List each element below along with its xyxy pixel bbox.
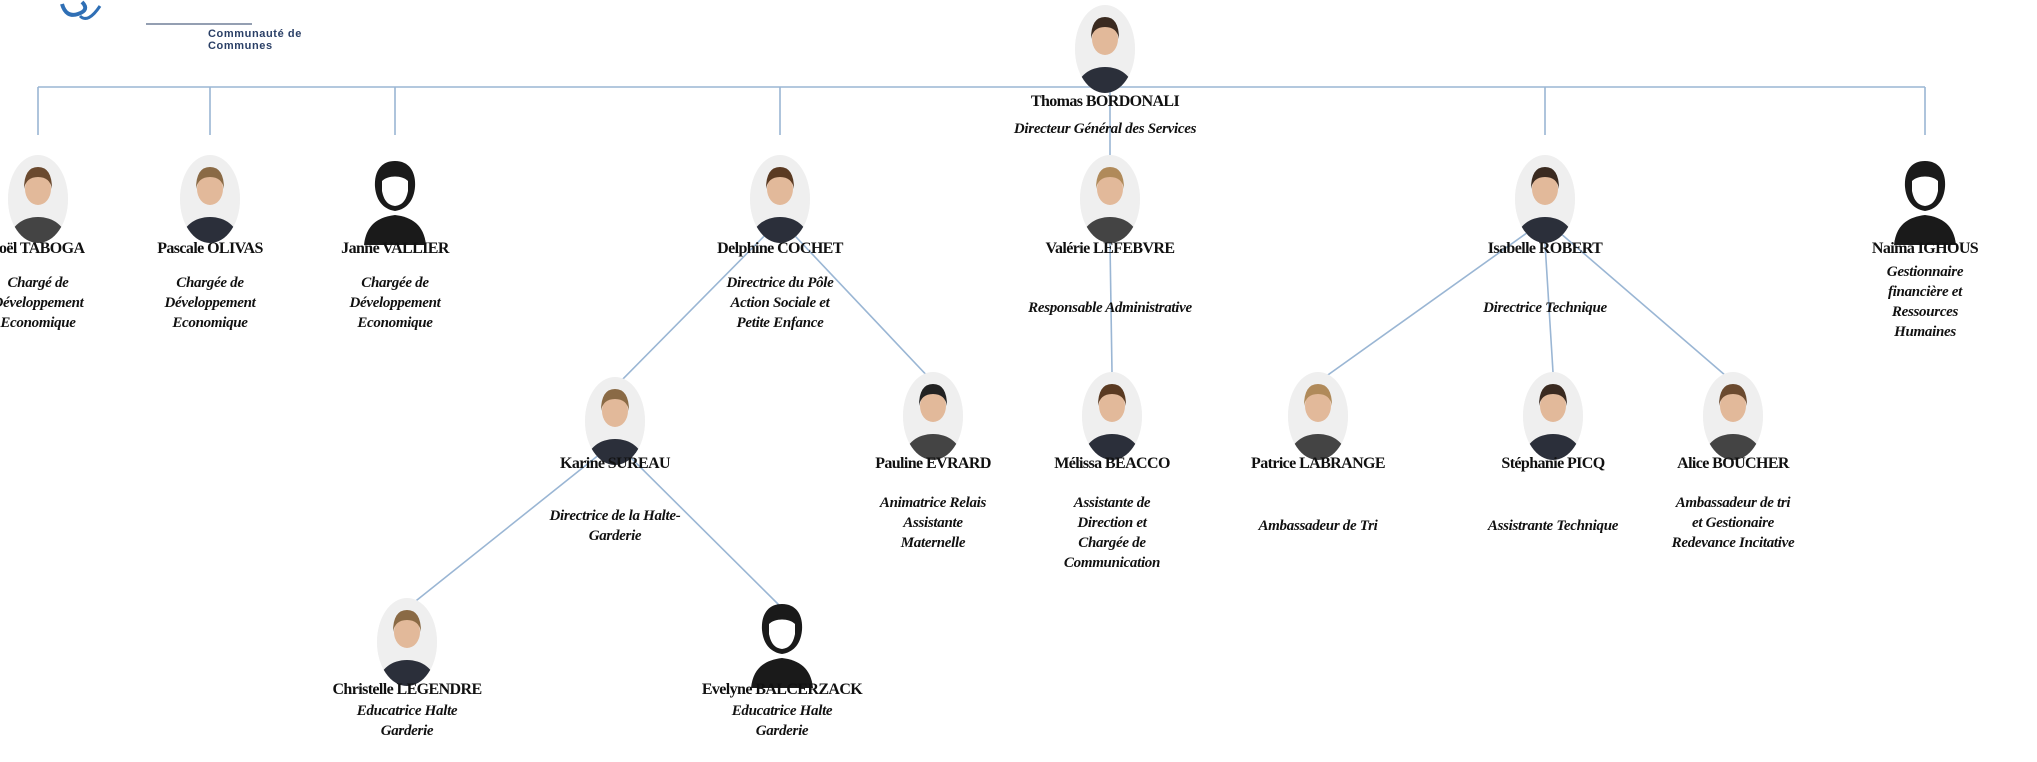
connector-labrange <box>1317 219 1546 383</box>
user-silhouette-icon <box>295 155 495 245</box>
person-node-ceo: Thomas BORDONALI Directeur Général des Se… <box>1005 5 1205 145</box>
avatar-photo <box>8 155 68 243</box>
person-role: Directrice du Pôle Action Sociale et Pet… <box>726 275 834 331</box>
person-role: Assistante de Direction et Chargée de Co… <box>1063 495 1161 571</box>
avatar-photo <box>903 372 963 460</box>
person-name: Christelle LEGENDRE <box>332 681 482 698</box>
person-role: Chargé de Développement Economique <box>0 275 84 331</box>
person-role: Educatrice Halte Garderie <box>356 703 458 739</box>
person-node-cochet: Delphine COCHET Directrice du Pôle Action… <box>680 155 880 331</box>
person-node-vallier: Janne VALLIER Chargée de Développement Ec… <box>295 155 495 331</box>
person-name: Mélissa BEACCO <box>1054 455 1170 472</box>
person-name: Valérie LEFEBVRE <box>1045 240 1176 257</box>
person-name: Patrice LABRANGE <box>1251 455 1386 472</box>
logo-tagline: Communauté de Communes <box>208 28 302 52</box>
person-node-evrard: Pauline EVRARD Animatrice Relais Assistan… <box>833 372 1033 551</box>
user-silhouette-icon <box>682 598 882 688</box>
avatar-photo <box>180 155 240 243</box>
person-name: Alice BOUCHER <box>1677 455 1789 472</box>
avatar-photo <box>1082 372 1142 460</box>
person-role: Directrice Technique <box>1483 300 1607 316</box>
person-role: Animatrice Relais Assistante Maternelle <box>879 495 987 551</box>
avatar-photo <box>1703 372 1763 460</box>
person-node-picq: Stéphanie PICQ Assistrante Technique <box>1453 372 1653 534</box>
person-role: Directeur Général des Services <box>1013 121 1197 137</box>
person-node-balcerzack: Evelyne BALCERZACK Educatrice Halte Garde… <box>682 598 882 739</box>
connector-legendre <box>406 441 616 609</box>
person-role: Assistrante Technique <box>1487 518 1619 534</box>
connector-sureau <box>614 219 781 388</box>
person-node-taboga: Joël TABOGA Chargé de Développement Econo… <box>0 155 138 331</box>
person-node-legendre: Christelle LEGENDRE Educatrice Halte Gard… <box>307 598 507 739</box>
person-node-boucher: Alice BOUCHER Ambassadeur de tri et Gesti… <box>1633 372 1833 551</box>
logo-mark-icon <box>60 0 252 25</box>
person-node-olivas: Pascale OLIVAS Chargée de Développement E… <box>110 155 310 331</box>
avatar-photo <box>1080 155 1140 243</box>
person-name: Pauline EVRARD <box>875 455 991 472</box>
person-node-sureau: Karine SUREAU Directrice de la Halte- Gar… <box>515 377 715 544</box>
person-role: Chargée de Développement Economique <box>349 275 441 331</box>
connector-picq <box>1544 242 1554 373</box>
person-name: Joël TABOGA <box>0 240 85 257</box>
person-role: Responsable Administrative <box>1028 300 1192 316</box>
person-role: Directrice de la Halte- Garderie <box>549 508 681 544</box>
person-node-lefebvre: Valérie LEFEBVRE Responsable Administrati… <box>1010 155 1210 316</box>
person-node-beacco: Mélissa BEACCO Assistante de Direction et… <box>1012 372 1212 571</box>
avatar-photo <box>1288 372 1348 460</box>
person-node-labrange: Patrice LABRANGE Ambassadeur de Tri <box>1218 372 1418 534</box>
connector-beacco <box>1109 242 1113 373</box>
avatar-photo <box>585 377 645 465</box>
avatar-photo <box>377 598 437 686</box>
person-name: Karine SUREAU <box>560 455 671 472</box>
person-name: Naima IGHOUS <box>1871 240 1979 257</box>
person-name: Thomas BORDONALI <box>1030 93 1180 110</box>
person-role: Ambassadeur de Tri <box>1258 518 1378 534</box>
user-silhouette-icon <box>1825 155 2025 245</box>
person-name: Isabelle ROBERT <box>1487 240 1603 257</box>
avatar-photo <box>1523 372 1583 460</box>
person-node-ighous: Naima IGHOUS Gestionnaire financière et R… <box>1825 155 2025 340</box>
connector-evrard <box>779 219 934 383</box>
avatar-photo <box>750 155 810 243</box>
person-name: Janne VALLIER <box>341 240 449 257</box>
person-name: Stéphanie PICQ <box>1501 455 1605 472</box>
person-role: Ambassadeur de tri et Gestionaire Redeva… <box>1671 495 1795 551</box>
person-name: Pascale OLIVAS <box>157 240 263 257</box>
person-role: Gestionnaire financière et Ressources Hu… <box>1886 264 1964 340</box>
person-role: Chargée de Développement Economique <box>164 275 256 331</box>
avatar-photo <box>1075 5 1135 93</box>
person-name: Delphine COCHET <box>717 240 843 257</box>
logo: Communauté de Communes <box>60 0 340 52</box>
connector-boucher <box>1544 219 1734 383</box>
connector-balcerzack <box>614 441 783 609</box>
person-node-robert: Isabelle ROBERT Directrice Technique <box>1445 155 1645 316</box>
person-name: Evelyne BALCERZACK <box>701 681 863 698</box>
avatar-photo <box>1515 155 1575 243</box>
person-role: Educatrice Halte Garderie <box>731 703 833 739</box>
